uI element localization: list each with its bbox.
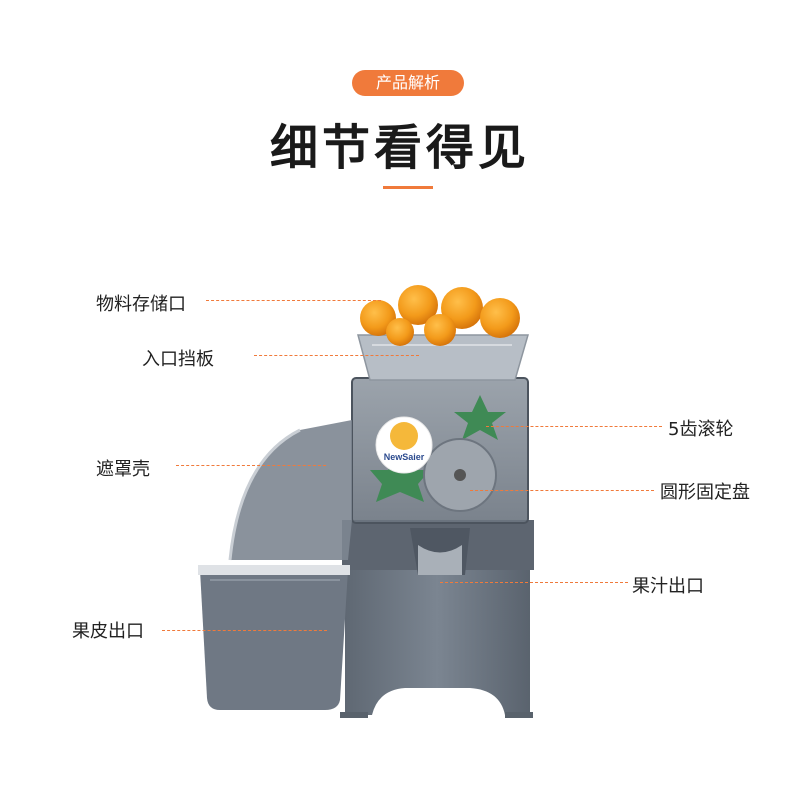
section-badge: 产品解析	[352, 70, 464, 96]
leader-inlet-baffle	[254, 355, 419, 356]
leader-juice-outlet	[440, 582, 628, 583]
machine-base	[340, 565, 533, 718]
page-title: 细节看得见	[269, 120, 530, 176]
callout-cover: 遮罩壳	[96, 459, 150, 480]
juice-outlet-housing	[342, 520, 534, 575]
oranges	[360, 285, 520, 346]
title-underline	[383, 186, 433, 189]
callout-juice-outlet: 果汁出口	[632, 576, 704, 597]
leader-fixed-disc	[470, 490, 654, 491]
callout-fixed-disc: 圆形固定盘	[660, 482, 750, 503]
callout-inlet-baffle: 入口挡板	[142, 349, 214, 370]
leader-peel-outlet	[162, 630, 327, 631]
callout-peel-outlet: 果皮出口	[72, 621, 144, 642]
fixed-disc	[423, 438, 497, 512]
leader-hopper	[206, 300, 381, 301]
callout-gear-wheel: 5齿滚轮	[668, 419, 734, 440]
callout-hopper: 物料存储口	[96, 294, 186, 315]
brand-logo: NewSaier	[375, 416, 433, 474]
leader-cover	[176, 465, 326, 466]
peel-bin	[198, 565, 350, 710]
svg-text:NewSaier: NewSaier	[384, 452, 425, 462]
five-tooth-gears	[370, 395, 506, 502]
curved-cover-shell	[228, 420, 352, 561]
leader-gear-wheel	[486, 426, 662, 427]
